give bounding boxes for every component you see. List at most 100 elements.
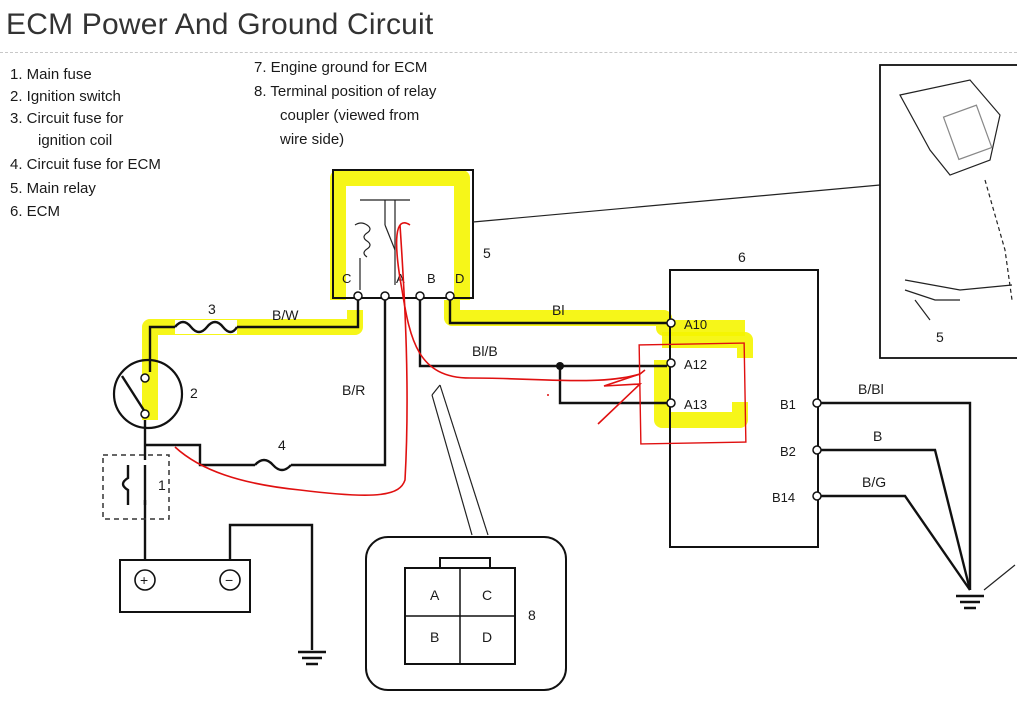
ground-leader (983, 564, 1016, 591)
ecm-pin-a12 (666, 358, 676, 368)
title-divider (0, 52, 1017, 53)
ecm-pin-a10 (666, 318, 676, 328)
coupler-callout: A C B D 8 (365, 536, 567, 691)
relay-pin-a (380, 291, 390, 301)
battery: + − (119, 559, 251, 613)
wire-battery-ground (228, 523, 314, 650)
red-trace-3 (597, 373, 643, 425)
red-annotation-box (638, 342, 747, 445)
legend-item-7: 7. Engine ground for ECM (254, 59, 427, 76)
wire-label-bbl: B/Bl (858, 381, 884, 397)
wire-blb (418, 300, 667, 368)
red-trace-2 (174, 224, 408, 496)
legend-item-1: 1. Main fuse (10, 66, 92, 83)
coupler-latch (439, 557, 491, 569)
battery-body (119, 559, 251, 613)
legend-item-6: 6. ECM (10, 203, 60, 220)
ecm-pin-b14-label: B14 (772, 490, 795, 505)
ecm-number-label: 6 (738, 249, 746, 265)
wire-bbl (821, 401, 972, 590)
page-title: ECM Power And Ground Circuit (6, 8, 434, 41)
highlight-a12 (662, 332, 753, 358)
relay-pin-b (415, 291, 425, 301)
coupler-number-label: 8 (528, 607, 536, 623)
ecm-pin-b1 (812, 398, 822, 408)
wire-bl (448, 300, 667, 325)
legend-item-5: 5. Main relay (10, 180, 96, 197)
relay-terminal-d: D (455, 271, 464, 286)
wire-labels: B/W Bl Bl/B B/R B/Bl B B/G (272, 302, 886, 490)
main-fuse-dashed-box (102, 454, 170, 520)
ecm-unit: 6 A10 A12 A13 B1 B2 B14 (666, 249, 822, 548)
wire-bw (148, 300, 360, 372)
ecm-pin-a10-label: A10 (684, 317, 707, 332)
relay-contact-arm (384, 224, 396, 251)
fuse-3-icon (174, 320, 239, 334)
inset-drawing: 5 (879, 64, 1017, 359)
wire-br-to-switch (145, 443, 255, 467)
fuse-4: 4 (254, 437, 292, 472)
legend-item-3-cont: ignition coil (38, 132, 112, 149)
ignition-switch-body (112, 358, 184, 430)
legend-item-2: 2. Ignition switch (10, 88, 121, 105)
ecm-pin-b14 (812, 491, 822, 501)
relay-terminal-b: B (427, 271, 436, 286)
ignition-switch: 2 (112, 358, 198, 430)
ecm-pin-a12-label: A12 (684, 357, 707, 372)
wire-blb-branch (558, 366, 667, 405)
wire-label-bg: B/G (862, 474, 886, 490)
relay-pin-d (445, 291, 455, 301)
highlight-relay-loop (330, 170, 470, 300)
legend-item-8-cont2: wire side) (279, 131, 344, 148)
ecm-pin-b2-label: B2 (780, 444, 796, 459)
inset-relay-label: 5 (936, 329, 944, 345)
ecm-housing (669, 269, 819, 548)
wire-label-bw: B/W (272, 307, 299, 323)
legend-item-8: 8. Terminal position of relay (254, 83, 437, 100)
relay-terminal-c: C (342, 271, 351, 286)
fuse-4-label: 4 (278, 437, 286, 453)
wire-br (290, 300, 387, 467)
wire-label-b: B (873, 428, 882, 444)
inset-frame (879, 64, 1017, 359)
coupler-slot-c: C (482, 587, 492, 603)
fuse-3: 3 (174, 301, 239, 334)
leader-line-inset (472, 184, 881, 223)
coupler-leader-tip (431, 384, 441, 396)
battery-minus-icon (219, 569, 241, 591)
coupler-slot-d: D (482, 629, 492, 645)
ground-icon-battery (298, 650, 326, 666)
coupler-slot-a: A (430, 587, 440, 603)
coupler-callout-frame (365, 536, 567, 691)
ecm-pin-a13 (666, 398, 676, 408)
legend-item-4: 4. Circuit fuse for ECM (10, 156, 161, 173)
battery-plus-label: + (140, 572, 148, 588)
ground-symbols (298, 564, 1016, 666)
legend-item-8-cont1: coupler (viewed from (280, 107, 419, 124)
ecm-pin-b2 (812, 445, 822, 455)
ignition-switch-label: 2 (190, 385, 198, 401)
coupler-leader-2 (439, 384, 489, 536)
highlight-bl-path (444, 300, 745, 336)
legend: 1. Main fuse 2. Ignition switch 3. Circu… (10, 59, 437, 220)
wiring (143, 184, 972, 650)
relay-pin-c (353, 291, 363, 301)
battery-plus-icon (134, 569, 156, 591)
ground-icon-ecm (956, 594, 984, 610)
wire-b (821, 448, 972, 591)
relay-coil-icon (354, 222, 371, 258)
red-trace-1 (395, 222, 646, 382)
wire-junction-dot (556, 362, 564, 370)
ignition-switch-blade (120, 375, 147, 413)
main-fuse-label: 1 (158, 477, 166, 493)
legend-item-3: 3. Circuit fuse for (10, 110, 123, 127)
main-fuse-icon (121, 465, 130, 505)
coupler-slot-b: B (430, 629, 439, 645)
wire-bg (821, 494, 971, 591)
coupler-leader-1 (431, 394, 473, 536)
red-annotations (174, 222, 747, 496)
inset-bracket (904, 279, 1013, 291)
wire-label-br: B/R (342, 382, 365, 398)
main-fuse: 1 (102, 454, 170, 520)
